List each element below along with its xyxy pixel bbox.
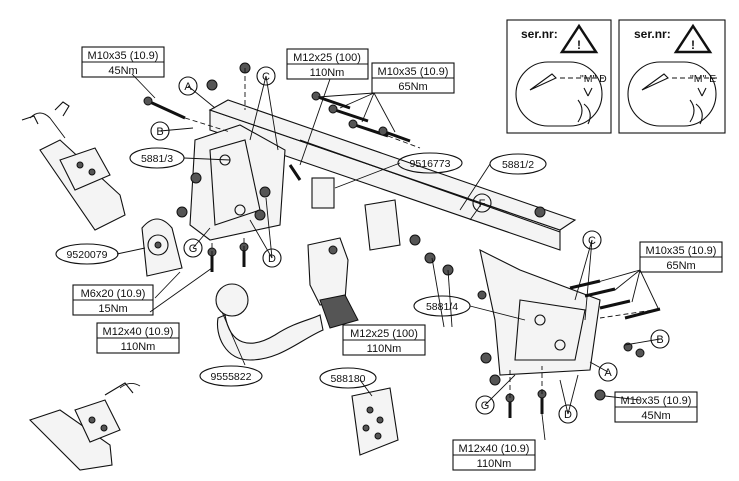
socket-plate: [141, 218, 183, 277]
svg-text:!: !: [691, 38, 695, 52]
part-5881-4: 5881/4: [413, 295, 471, 317]
letter-B-right: B: [650, 329, 670, 349]
chassis-sketch-bottom: [28, 382, 141, 471]
svg-text:D: D: [564, 409, 572, 421]
assembly-guides: [184, 68, 661, 398]
serial-panel-e: ser.nr: ! "M" E: [618, 19, 726, 134]
svg-text:M10x35 (10.9): M10x35 (10.9): [88, 50, 159, 62]
letter-G-left: G: [183, 238, 203, 258]
svg-text:G: G: [481, 400, 490, 412]
svg-text:B: B: [156, 126, 163, 138]
callout-bottom-long: M12x40 (10.9) 110Nm: [452, 439, 536, 471]
svg-text:M12x25 (100): M12x25 (100): [350, 328, 418, 340]
serial-code-e: "M" E: [690, 73, 716, 85]
right-bracket-plate: [479, 248, 601, 376]
serial-code-d: "M" D: [580, 73, 607, 85]
warning-triangle-icon: [673, 23, 713, 54]
callout-center: M12x25 (100) 110Nm: [342, 324, 426, 356]
svg-text:110Nm: 110Nm: [310, 67, 345, 79]
svg-text:M12x40 (10.9): M12x40 (10.9): [459, 443, 530, 455]
svg-text:9516773: 9516773: [410, 158, 451, 170]
svg-text:M12x40 (10.9): M12x40 (10.9): [103, 326, 174, 338]
svg-text:5881/4: 5881/4: [426, 301, 458, 313]
svg-text:G: G: [189, 243, 198, 255]
svg-text:9555822: 9555822: [211, 371, 252, 383]
callout-top-right: M10x35 (10.9) 65Nm: [371, 62, 455, 94]
svg-text:110Nm: 110Nm: [367, 343, 402, 355]
tow-ball-neck: [215, 283, 324, 361]
electrical-socket: [307, 237, 359, 329]
callout-top-mid: M12x25 (100) 110Nm: [286, 48, 369, 80]
svg-text:M12x25 (100): M12x25 (100): [293, 52, 361, 64]
letter-F: F: [472, 193, 492, 213]
letter-D-right: D: [558, 404, 578, 424]
svg-text:C: C: [588, 235, 596, 247]
svg-text:588180: 588180: [330, 373, 365, 385]
letter-B-top: B: [150, 121, 170, 141]
part-588180: 588180: [319, 367, 377, 389]
bolt-kit-bag: [351, 387, 399, 456]
callout-top-left: M10x35 (10.9) 45Nm: [81, 46, 165, 78]
svg-text:D: D: [268, 253, 276, 265]
warning-triangle-icon: [559, 23, 599, 54]
letter-D-left: D: [262, 248, 282, 268]
svg-text:A: A: [604, 367, 612, 379]
svg-text:9520079: 9520079: [67, 249, 108, 261]
svg-text:45Nm: 45Nm: [108, 65, 137, 77]
svg-text:A: A: [184, 81, 192, 93]
callout-right-bolts: M10x35 (10.9) 65Nm: [639, 241, 723, 273]
leader-lines: [116, 73, 661, 441]
letter-A-right: A: [598, 362, 618, 382]
part-5881-3: 5881/3: [129, 147, 185, 169]
chassis-sketch-top: [21, 101, 126, 231]
svg-text:M10x35 (10.9): M10x35 (10.9): [378, 66, 449, 78]
letter-A-top: A: [178, 76, 198, 96]
callout-left-long: M12x40 (10.9) 110Nm: [96, 322, 180, 354]
callout-left-small: M6x20 (10.9) 15Nm: [72, 284, 154, 316]
part-5881-2: 5881/2: [489, 153, 547, 175]
svg-text:15Nm: 15Nm: [98, 303, 127, 315]
svg-text:!: !: [577, 38, 581, 52]
svg-text:45Nm: 45Nm: [641, 410, 670, 422]
svg-text:110Nm: 110Nm: [477, 458, 512, 470]
svg-text:M6x20 (10.9): M6x20 (10.9): [81, 288, 146, 300]
svg-text:F: F: [479, 198, 486, 210]
svg-text:M10x35 (10.9): M10x35 (10.9): [621, 395, 692, 407]
tow-ball: [215, 283, 249, 317]
letter-G-right: G: [475, 395, 495, 415]
callout-right-low: M10x35 (10.9) 45Nm: [614, 391, 698, 423]
serial-label-d: ser.nr:: [521, 27, 558, 41]
svg-text:M10x35 (10.9): M10x35 (10.9): [646, 245, 717, 257]
letter-C-top: C: [256, 66, 276, 86]
svg-text:110Nm: 110Nm: [121, 341, 156, 353]
serial-label-e: ser.nr:: [634, 27, 671, 41]
part-9520079: 9520079: [55, 243, 119, 265]
letter-C-right: C: [582, 230, 602, 250]
svg-text:B: B: [656, 334, 663, 346]
svg-text:5881/3: 5881/3: [141, 153, 173, 165]
svg-text:C: C: [262, 71, 270, 83]
serial-panel-d: ser.nr: ! "M" D: [506, 19, 612, 134]
crossbar-assembly: [189, 99, 601, 376]
part-9516773: 9516773: [397, 152, 463, 174]
svg-text:5881/2: 5881/2: [502, 159, 534, 171]
svg-text:65Nm: 65Nm: [398, 81, 427, 93]
svg-text:65Nm: 65Nm: [666, 260, 695, 272]
part-9555822: 9555822: [199, 365, 263, 387]
